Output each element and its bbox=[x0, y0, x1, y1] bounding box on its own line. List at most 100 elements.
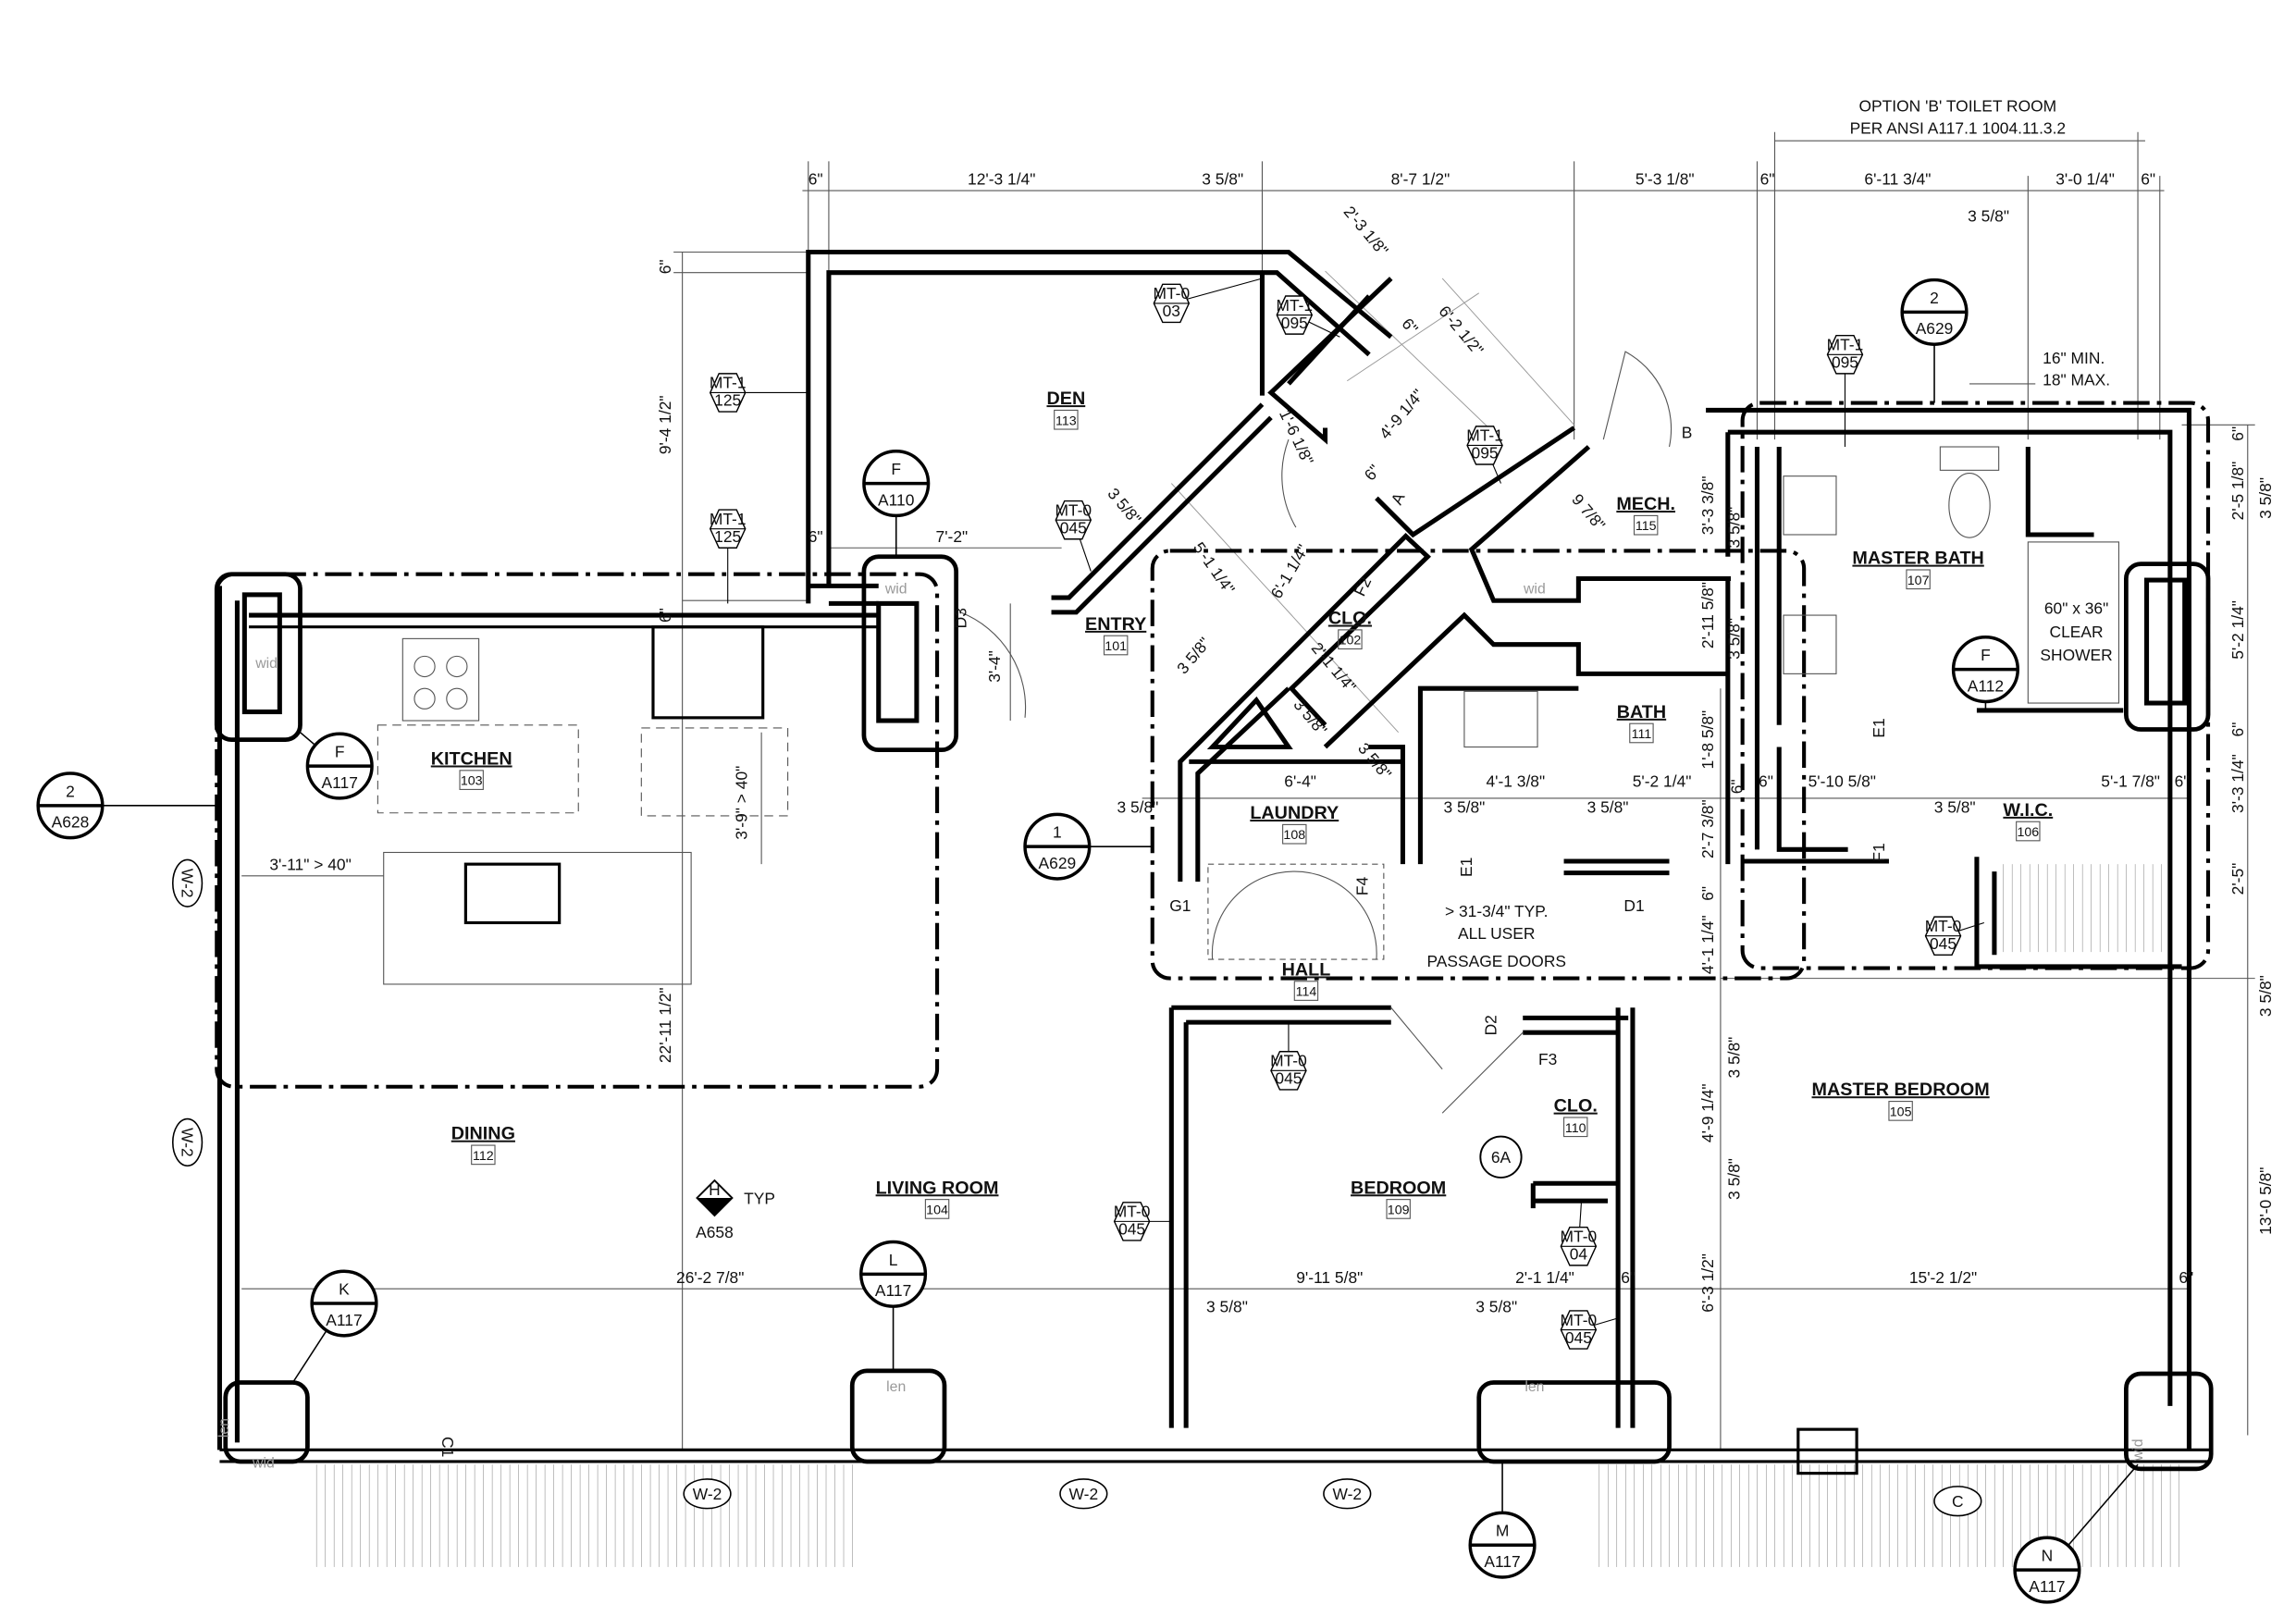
dimension-label: 3 5/8" bbox=[1202, 170, 1243, 189]
dimension-label: 5'-2 1/4" bbox=[1633, 771, 1692, 790]
dimension-label: 4'-9 1/4" bbox=[1376, 386, 1427, 443]
material-tag-code: MT-0 bbox=[1925, 917, 1962, 935]
dimension-lines bbox=[241, 131, 2255, 1450]
room-number: 104 bbox=[926, 1203, 948, 1217]
lavatory bbox=[1783, 475, 1837, 536]
detail-marker-note: TYP bbox=[744, 1189, 775, 1207]
dimension-label: 4'-9 1/4" bbox=[1698, 1083, 1717, 1142]
note-line-2: PER ANSI A117.1 1004.11.3.2 bbox=[1850, 118, 2067, 137]
door-tag: A bbox=[1387, 489, 1408, 507]
room-number: 102 bbox=[1339, 634, 1362, 648]
room-number: 115 bbox=[1636, 519, 1657, 534]
dimension-label: 3'-4" bbox=[985, 650, 1004, 683]
door-type-label: 6A bbox=[1491, 1148, 1512, 1166]
dimension-label: 15'-2 1/2" bbox=[1909, 1268, 1977, 1287]
room-number-box bbox=[1629, 722, 1654, 744]
material-tag-code: MT-1 bbox=[1827, 336, 1864, 354]
room-number-box bbox=[459, 770, 484, 790]
window-tag: W-2 bbox=[1059, 1478, 1108, 1510]
dimension-label: 3 5/8" bbox=[1968, 206, 2009, 225]
marker-number: F bbox=[891, 460, 901, 478]
section-marker: F A112 bbox=[1951, 636, 2019, 710]
section-marker: F A117 bbox=[299, 732, 374, 800]
window-tag-label: W-2 bbox=[1332, 1485, 1362, 1503]
room-label: MASTER BATH 107 bbox=[1852, 549, 1984, 590]
dimension-label: 6" bbox=[2228, 722, 2247, 737]
window-tag-label: W-2 bbox=[1069, 1485, 1099, 1503]
dimension-label: 3'-11" > 40" bbox=[269, 855, 351, 873]
room-number: 103 bbox=[461, 774, 483, 789]
dimension-label: 2'-5 1/8" bbox=[2228, 462, 2247, 521]
dimension-label: 3 5/8" bbox=[1724, 618, 1743, 660]
dimension-label: 6" bbox=[2179, 1268, 2193, 1287]
note-line-1: OPTION 'B' TOILET ROOM bbox=[1859, 97, 2057, 116]
dimension-label: 13'-0 5/8" bbox=[2256, 1167, 2275, 1235]
room-name: MASTER BATH bbox=[1852, 549, 1983, 569]
dimension-label: 6" bbox=[656, 608, 674, 623]
lavatory bbox=[1783, 614, 1837, 674]
room-number: 110 bbox=[1565, 1121, 1586, 1136]
marker-number: F bbox=[1981, 646, 1991, 664]
dimension-label: 5'-1 1/4" bbox=[1190, 538, 1239, 598]
dimension-label: 8'-7 1/2" bbox=[1391, 170, 1450, 189]
dimension-label: 12'-3 1/4" bbox=[968, 170, 1035, 189]
dimension-label: 3'-9" > 40" bbox=[732, 766, 750, 840]
room-number-box bbox=[924, 1199, 950, 1219]
dimension-label: 2'-7 3/8" bbox=[1698, 799, 1717, 858]
dimension-label: 3 5/8" bbox=[1117, 798, 1158, 817]
dimension-label: 6'-11 3/4" bbox=[1864, 170, 1931, 189]
window-tag: W-2 bbox=[683, 1478, 732, 1510]
room-name: W.I.C. bbox=[2003, 800, 2053, 821]
room-number-box bbox=[1906, 569, 1931, 590]
marker-sheet: A117 bbox=[326, 1311, 362, 1329]
marker-number: 1 bbox=[1053, 823, 1062, 842]
room-number: 107 bbox=[1907, 574, 1930, 588]
room-number-box bbox=[1293, 981, 1319, 1001]
room-label: MECH.115 bbox=[1616, 494, 1675, 536]
section-markers: FA110FA1172A6281A6292A629FA112KA117LA117… bbox=[36, 278, 2139, 1604]
material-tag-code: MT-0 bbox=[1114, 1203, 1151, 1221]
window-tag: W-2 bbox=[171, 858, 204, 907]
grab-bar-note-2: 18" MAX. bbox=[2043, 371, 2110, 389]
room-name: MASTER BEDROOM bbox=[1812, 1080, 1990, 1100]
dimension-label: 6" bbox=[1621, 1268, 1636, 1287]
room-number: 109 bbox=[1388, 1203, 1410, 1217]
dimension-label: 6" bbox=[2228, 426, 2247, 441]
walls bbox=[216, 249, 2212, 1463]
material-tag-code: MT-0 bbox=[1153, 284, 1190, 302]
door-tag: F1 bbox=[1870, 843, 1888, 861]
material-tag-number: 045 bbox=[1930, 934, 1957, 953]
room-number-box bbox=[1386, 1199, 1411, 1219]
room-number: 111 bbox=[1632, 727, 1652, 742]
marker-sheet: A112 bbox=[1968, 676, 2004, 695]
room-number-box bbox=[1338, 629, 1363, 650]
marker-sheet: A117 bbox=[2029, 1577, 2065, 1596]
refrigerator bbox=[651, 625, 765, 720]
dimension-label: 6" bbox=[2141, 170, 2155, 189]
faint-label: len bbox=[886, 1379, 906, 1395]
faint-label: len bbox=[1524, 1379, 1544, 1395]
dimension-label: 9'-11 5/8" bbox=[1296, 1268, 1363, 1287]
dimension-label: 3'-0 1/4" bbox=[2055, 170, 2115, 189]
dimension-label: 2'-11 5/8" bbox=[1698, 582, 1717, 648]
dimension-label: 6" bbox=[1698, 886, 1717, 901]
marker-number: F bbox=[335, 743, 345, 761]
dimension-label: 26'-2 7/8" bbox=[676, 1268, 744, 1287]
marker-sheet: A117 bbox=[322, 773, 358, 792]
dimension-label: 7'-2" bbox=[936, 527, 969, 546]
dimension-label: 3 5/8" bbox=[1724, 1158, 1743, 1200]
dimension-label: 3 5/8" bbox=[1724, 507, 1743, 549]
grab-bar-note-1: 16" MIN. bbox=[2043, 349, 2105, 367]
dimension-label: 3 5/8" bbox=[1724, 1037, 1743, 1079]
